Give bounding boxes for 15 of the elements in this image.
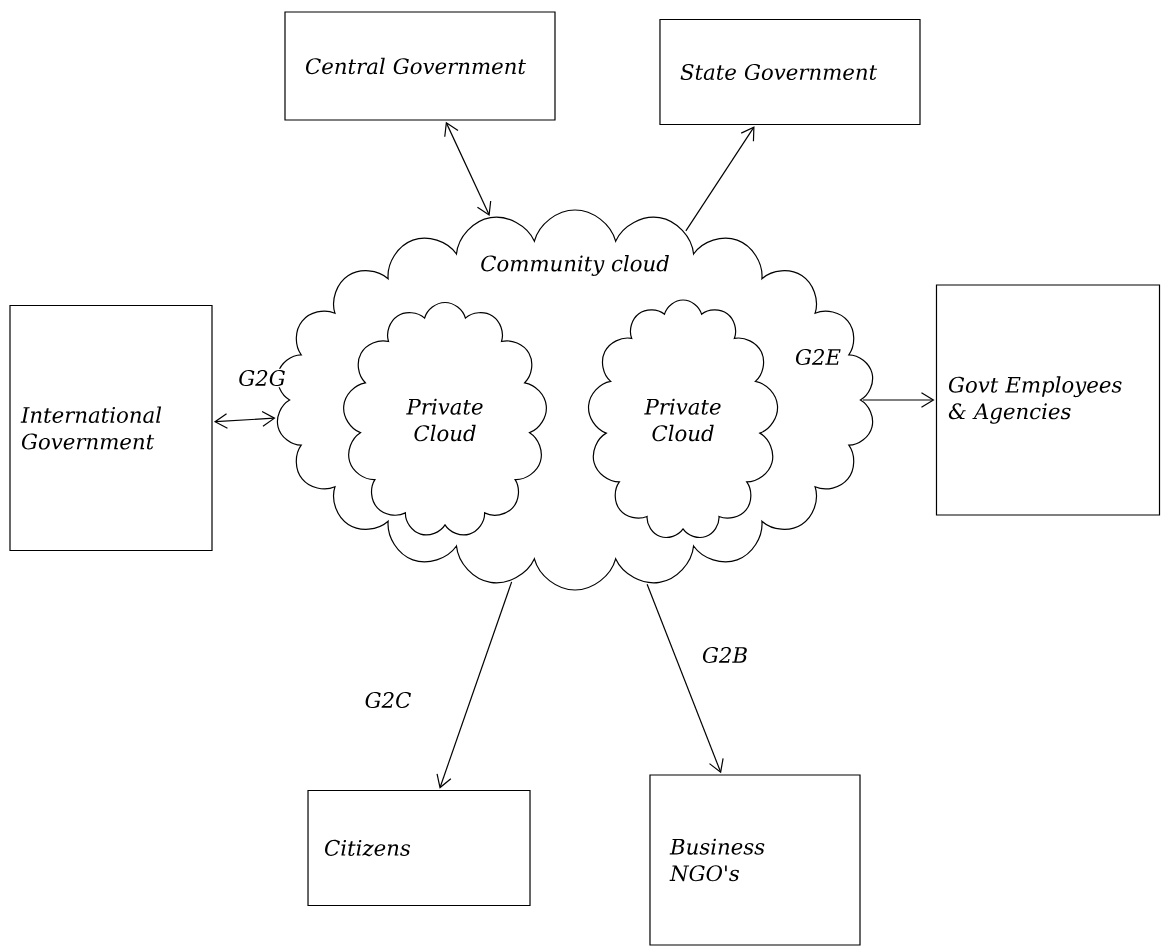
arrow — [444, 121, 492, 216]
entity-box: Citizens — [307, 789, 531, 907]
edge-label: G2E — [793, 347, 843, 367]
edge-label: G2C — [363, 690, 413, 710]
edge-label: G2B — [700, 645, 750, 665]
entity-box: International Government — [9, 304, 213, 552]
arrow — [436, 581, 513, 789]
entity-box: Business NGO's — [649, 774, 861, 946]
entity-box: Central Government — [284, 11, 556, 121]
arrow — [213, 410, 276, 429]
entity-box: Govt Employees & Agencies — [935, 284, 1161, 516]
arrow — [646, 583, 724, 774]
entity-box: State Government — [659, 18, 921, 126]
arrow — [685, 126, 755, 232]
edge-label: G2G — [236, 368, 288, 388]
